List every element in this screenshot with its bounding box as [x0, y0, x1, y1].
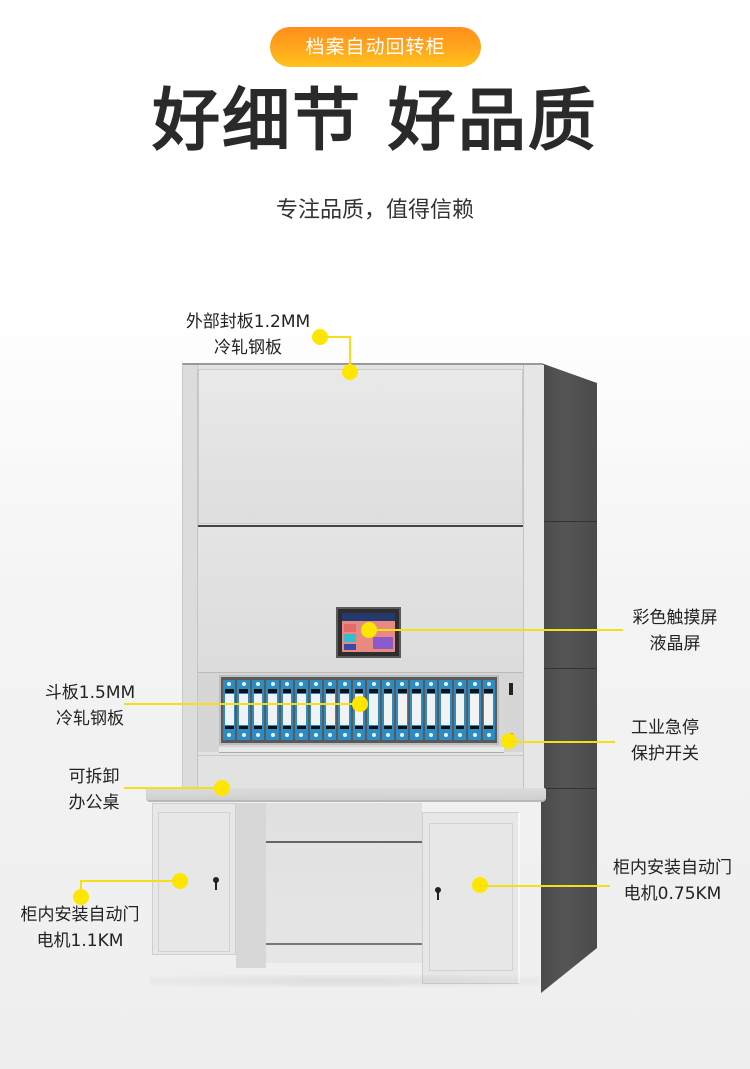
annotation-dot-icon — [342, 364, 358, 380]
cabinet-middle-panel — [198, 525, 523, 672]
annotation-touch-screen: 彩色触摸屏 液晶屏 — [610, 605, 740, 657]
left-pedestal-cabinet — [152, 803, 236, 955]
file-binder — [468, 680, 481, 740]
annotation-leader-line — [80, 880, 82, 894]
annotation-dot-icon — [361, 622, 377, 638]
annotation-line1: 柜内安装自动门 — [613, 858, 732, 878]
page-headline: 好细节 好品质 — [152, 82, 598, 161]
file-binder — [410, 680, 423, 740]
file-binder — [323, 680, 337, 740]
rotary-file-cabinet — [182, 363, 544, 800]
annotation-line2: 办公桌 — [68, 793, 120, 813]
file-binder — [338, 680, 351, 740]
annotation-leader-line — [349, 336, 351, 370]
file-binder — [223, 680, 236, 740]
annotation-leader-line — [124, 787, 224, 789]
file-binder — [453, 680, 467, 740]
annotation-line1: 彩色触摸屏 — [632, 608, 718, 628]
annotation-leader-line — [124, 703, 364, 705]
file-binder — [237, 680, 250, 740]
annotation-line2: 电机1.1KM — [36, 931, 124, 951]
annotation-line1: 工业急停 — [631, 718, 699, 738]
annotation-dot-icon — [501, 733, 517, 749]
cabinet-top-panel — [198, 369, 523, 524]
annotation-line1: 外部封板1.2MM — [185, 312, 311, 332]
annotation-leader-line — [480, 885, 610, 887]
annotation-line1: 可拆卸 — [68, 767, 120, 787]
file-drawer-tray — [219, 675, 499, 745]
left-pedestal-door — [158, 812, 230, 952]
annotation-leader-line — [510, 741, 615, 743]
annotation-dot-icon — [73, 889, 89, 905]
cabinet-left-rail — [183, 365, 198, 800]
file-binder — [482, 680, 496, 740]
file-binder — [381, 680, 395, 740]
annotation-dot-icon — [172, 873, 188, 889]
annotation-line2: 电机0.75KM — [623, 884, 722, 904]
annotation-line2: 冷轧钢板 — [214, 338, 282, 358]
annotation-line2: 液晶屏 — [649, 634, 701, 654]
annotation-leader-line — [370, 629, 623, 631]
lock-icon — [435, 887, 441, 901]
drawer-shelf — [219, 747, 504, 753]
annotation-top-panel: 外部封板1.2MM 冷轧钢板 — [178, 309, 318, 361]
file-binder — [295, 680, 308, 740]
file-binder — [439, 680, 452, 740]
annotation-line1: 斗板1.5MM — [44, 683, 136, 703]
ground-shadow — [150, 975, 540, 987]
desk-knee-panel — [266, 803, 422, 963]
cabinet-side-panel — [541, 363, 597, 993]
key-switch-icon — [509, 683, 513, 695]
annotation-line2: 冷轧钢板 — [56, 709, 124, 729]
annotation-desk: 可拆卸 办公桌 — [58, 764, 130, 816]
right-pedestal-door — [429, 823, 513, 971]
annotation-right-motor: 柜内安装自动门 电机0.75KM — [600, 855, 745, 907]
cabinet-right-rail — [523, 365, 544, 800]
file-binder — [251, 680, 265, 740]
annotation-leader-line — [320, 336, 350, 338]
annotation-drawer-panel: 斗板1.5MM 冷轧钢板 — [30, 680, 150, 732]
file-binder — [396, 680, 409, 740]
file-binder — [367, 680, 380, 740]
annotation-leader-line — [80, 880, 176, 882]
page-subheadline: 专注品质，值得信赖 — [275, 198, 474, 223]
desk-top — [146, 788, 546, 802]
right-pedestal-cabinet — [422, 812, 520, 984]
lock-icon — [213, 877, 219, 891]
file-binder — [266, 680, 279, 740]
annotation-line1: 柜内安装自动门 — [20, 905, 140, 925]
annotation-dot-icon — [352, 696, 368, 712]
file-binder — [424, 680, 438, 740]
annotation-dot-icon — [214, 780, 230, 796]
annotation-line2: 保护开关 — [631, 744, 699, 764]
left-pedestal-side — [236, 803, 266, 968]
annotation-emergency-stop: 工业急停 保护开关 — [610, 715, 720, 767]
file-binder — [309, 680, 322, 740]
product-category-badge: 档案自动回转柜 — [270, 27, 481, 67]
touch-screen — [336, 607, 401, 658]
file-binder — [280, 680, 294, 740]
annotation-left-motor: 柜内安装自动门 电机1.1KM — [10, 902, 150, 954]
